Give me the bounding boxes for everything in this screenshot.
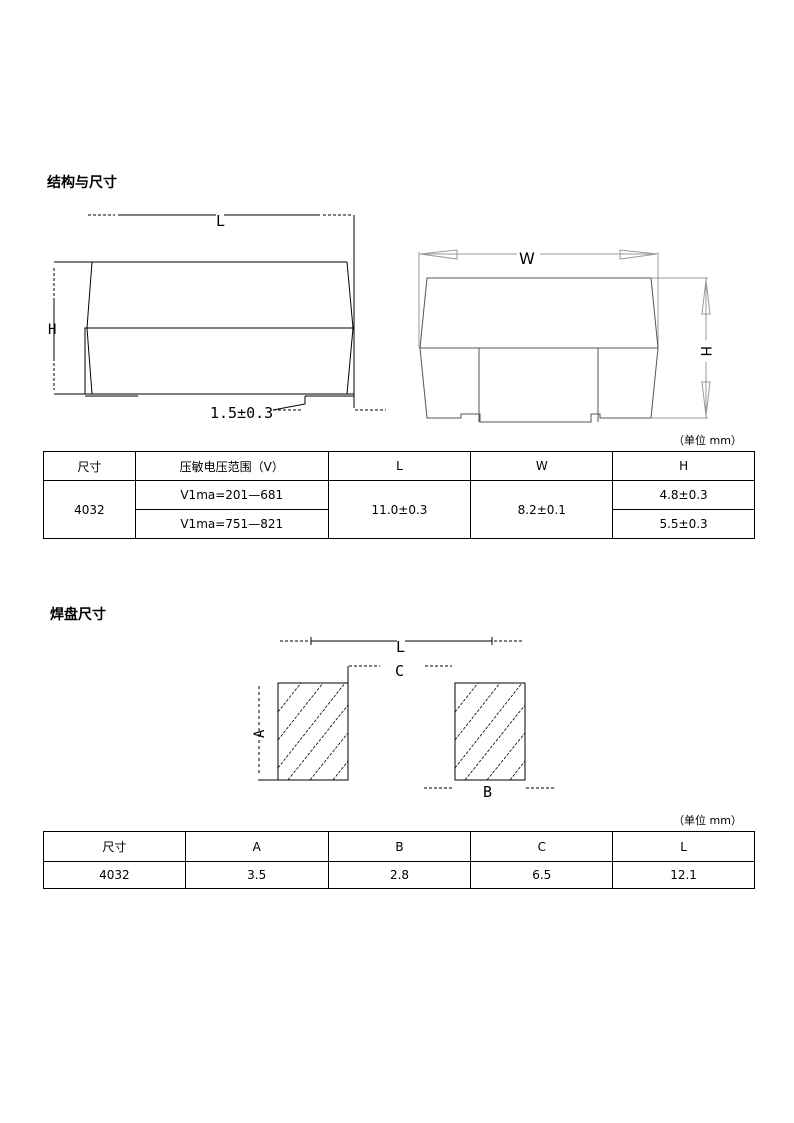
header-cell: C [470,831,614,862]
section-heading-pad: 焊盘尺寸 [50,607,106,623]
table-cell: 6.5 [470,861,614,889]
pad-label-A: A [252,729,268,738]
header-cell: W [470,451,614,481]
header-cell: 尺寸 [43,831,186,862]
width-cell: 8.2±0.1 [470,480,614,539]
section-heading-structure: 结构与尺寸 [47,175,117,191]
pad-label-C: C [395,662,404,680]
table-header-row: 尺寸 压敏电压范围（V） L W H [43,451,755,481]
table-cell: 3.5 [184,861,329,889]
table-cell: 2.8 [327,861,472,889]
unit-label: （单位 mm） [673,434,742,447]
table-row: 4032 3.5 2.8 6.5 12.1 [43,861,755,889]
header-cell: 压敏电压范围（V） [134,451,329,481]
dimension-label-L: L [216,212,225,230]
dimension-label-W: W [519,249,535,268]
header-cell: L [327,451,472,481]
table-header-row: 尺寸 A B C L [43,831,755,862]
end-view-drawing: W H [418,249,713,423]
pad-label-L: L [396,638,405,656]
table-row: V1ma=751—821 5.5±0.3 [44,509,755,539]
header-cell: 尺寸 [43,451,136,481]
header-cell: A [184,831,329,862]
pad-layout-drawing: L C A B [252,637,555,801]
voltage-range-cell: V1ma=201—681 [134,480,329,510]
height-cell: 4.8±0.3 [612,480,755,510]
header-cell: L [612,831,755,862]
length-cell: 11.0±0.3 [327,480,472,539]
pad-dimension-table: 尺寸 A B C L 4032 3.5 2.8 6.5 12.1 [43,831,755,889]
unit-label: （单位 mm） [673,814,742,827]
header-cell: H [612,451,755,481]
table-cell: 4032 [43,861,186,889]
dimension-label-offset: 1.5±0.3 [210,404,273,422]
dimension-label-H-end: H [697,346,713,357]
pad-label-B: B [483,783,492,801]
header-cell: B [327,831,472,862]
table-row: 4032 V1ma=201—681 11.0±0.3 8.2±0.1 4.8±0… [43,480,755,539]
side-view-drawing: L H 1.5±0.3 [48,212,386,422]
table-cell: 12.1 [612,861,755,889]
height-cell: 5.5±0.3 [612,509,755,539]
size-cell: 4032 [43,480,136,539]
dimension-label-H: H [48,322,56,338]
dimension-table: 尺寸 压敏电压范围（V） L W H 4032 V1ma=201—681 11.… [43,451,755,539]
voltage-range-cell: V1ma=751—821 [134,509,329,539]
